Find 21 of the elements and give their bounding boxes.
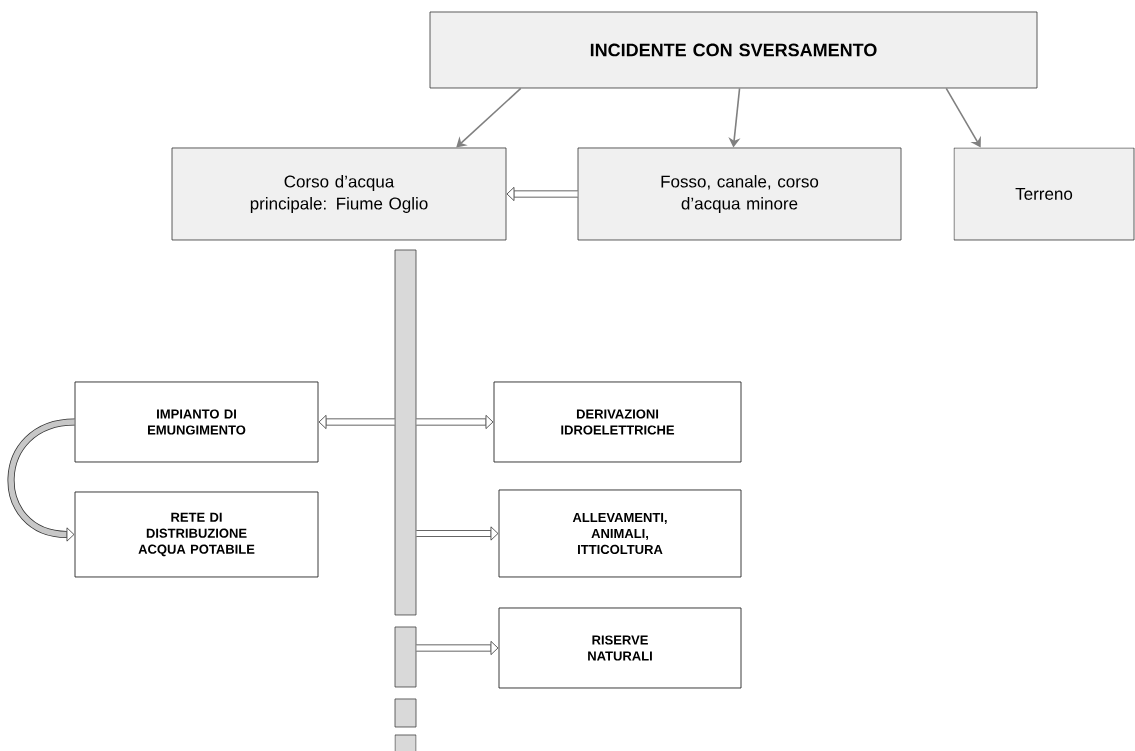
arrow [945, 87, 981, 148]
vertical-bar [394, 249, 417, 616]
vertical-bar [394, 698, 417, 728]
process-box: RISERVE NATURALI [498, 607, 742, 689]
arrow [416, 526, 499, 541]
title-box: INCIDENTE CON SVERSAMENTO [429, 11, 1038, 89]
process-box: RETE DI DISTRIBUZIONE ACQUA POTABILE [74, 491, 319, 578]
arrow [456, 87, 522, 148]
arrow [416, 640, 499, 656]
process-box: Fosso, canale, corso d’acqua minore [577, 147, 902, 241]
arrow [506, 186, 578, 202]
process-box: DERIVAZIONI IDROELETTRICHE [493, 381, 742, 463]
arrow [318, 414, 395, 430]
arrow [416, 414, 494, 430]
vertical-bar [394, 734, 417, 751]
process-box: Corso d’acqua principale: Fiume Oglio [171, 147, 507, 241]
arrow [7, 418, 75, 542]
process-box: Terreno [953, 147, 1135, 241]
vertical-bar [394, 626, 417, 688]
process-box: ALLEVAMENTI, ANIMALI, ITTICOLTURA [498, 489, 742, 578]
process-box: IMPIANTO DI EMUNGIMENTO [74, 381, 319, 463]
